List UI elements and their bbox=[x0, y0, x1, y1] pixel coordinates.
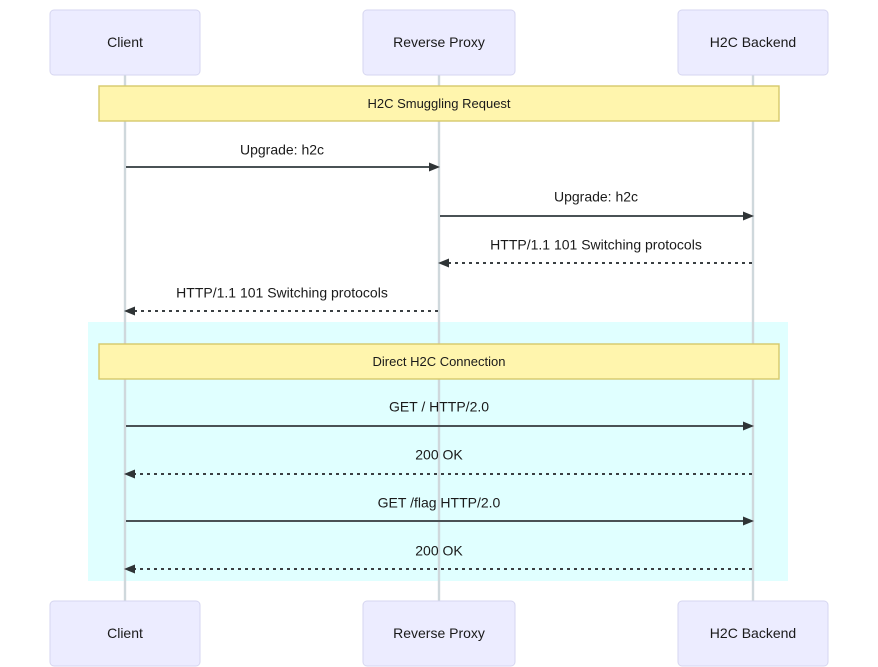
message-label: HTTP/1.1 101 Switching protocols bbox=[176, 285, 388, 301]
arrowhead-icon bbox=[429, 162, 440, 172]
message-label: 200 OK bbox=[415, 447, 463, 463]
message-label: GET /flag HTTP/2.0 bbox=[378, 495, 501, 511]
participant-client-top[interactable]: Client bbox=[49, 9, 201, 76]
message-msg-5: GET / HTTP/2.0 bbox=[126, 399, 754, 431]
message-msg-8: 200 OK bbox=[124, 543, 752, 574]
arrowhead-icon bbox=[743, 211, 754, 221]
message-label: HTTP/1.1 101 Switching protocols bbox=[490, 237, 702, 253]
arrowhead-icon bbox=[743, 516, 754, 526]
arrowhead-icon bbox=[124, 564, 135, 574]
participant-label: H2C Backend bbox=[710, 34, 796, 50]
message-msg-6: 200 OK bbox=[124, 447, 752, 479]
message-msg-2: Upgrade: h2c bbox=[440, 189, 754, 221]
note-label: H2C Smuggling Request bbox=[367, 96, 510, 111]
lifeline-layer bbox=[123, 75, 755, 601]
message-label: Upgrade: h2c bbox=[240, 142, 324, 158]
note-note-smuggling-request: H2C Smuggling Request bbox=[98, 85, 780, 122]
participant-label: Client bbox=[107, 34, 143, 50]
message-msg-4: HTTP/1.1 101 Switching protocols bbox=[124, 285, 438, 316]
arrowhead-icon bbox=[438, 258, 449, 268]
participant-box[interactable] bbox=[362, 9, 516, 76]
participant-client-bottom[interactable]: Client bbox=[49, 600, 201, 667]
message-label: Upgrade: h2c bbox=[554, 189, 638, 205]
participant-box[interactable] bbox=[677, 9, 829, 76]
note-note-direct-connection: Direct H2C Connection bbox=[98, 343, 780, 380]
arrowhead-icon bbox=[124, 469, 135, 479]
arrowhead-icon bbox=[124, 306, 135, 316]
participant-label: Reverse Proxy bbox=[393, 34, 485, 50]
participant-box[interactable] bbox=[362, 600, 516, 667]
note-box bbox=[98, 343, 780, 380]
note-label: Direct H2C Connection bbox=[373, 354, 506, 369]
participant-backend-top[interactable]: H2C Backend bbox=[677, 9, 829, 76]
message-msg-7: GET /flag HTTP/2.0 bbox=[126, 495, 754, 526]
participant-label: Client bbox=[107, 625, 143, 641]
message-label: GET / HTTP/2.0 bbox=[389, 399, 489, 415]
participant-box[interactable] bbox=[49, 9, 201, 76]
participant-proxy-top[interactable]: Reverse Proxy bbox=[362, 9, 516, 76]
participant-box[interactable] bbox=[49, 600, 201, 667]
participant-backend-bottom[interactable]: H2C Backend bbox=[677, 600, 829, 667]
arrowhead-icon bbox=[743, 421, 754, 431]
participant-box[interactable] bbox=[677, 600, 829, 667]
participant-proxy-bottom[interactable]: Reverse Proxy bbox=[362, 600, 516, 667]
note-box bbox=[98, 85, 780, 122]
message-msg-3: HTTP/1.1 101 Switching protocols bbox=[438, 237, 752, 268]
message-label: 200 OK bbox=[415, 543, 463, 559]
participant-label: H2C Backend bbox=[710, 625, 796, 641]
participant-label: Reverse Proxy bbox=[393, 625, 485, 641]
message-msg-1: Upgrade: h2c bbox=[126, 142, 440, 172]
